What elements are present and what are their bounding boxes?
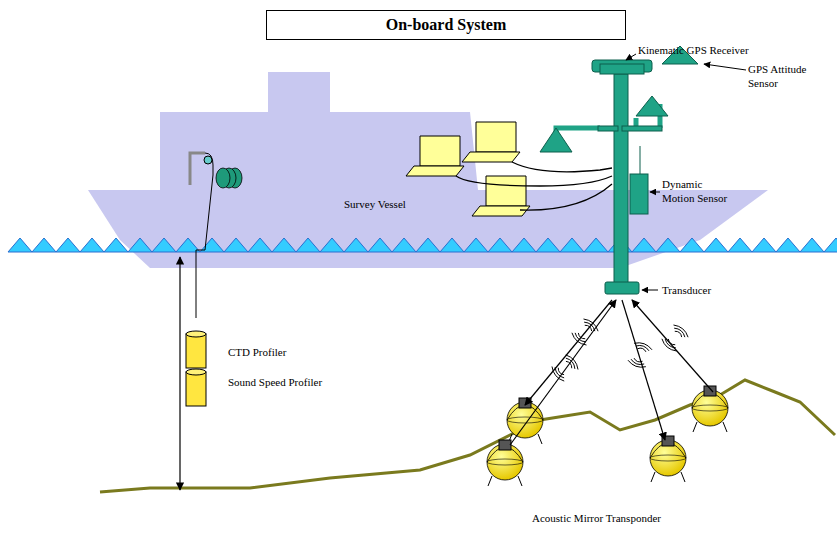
profiler-label: Sound Speed Profiler (228, 376, 358, 390)
sensor-mast (540, 46, 698, 294)
transponder (692, 386, 728, 432)
wave-strip (8, 238, 837, 252)
seabed-line (100, 380, 835, 492)
title-box: On-board System (266, 10, 626, 40)
laptops (406, 122, 530, 216)
sensor-label: Dynamic Motion Sensor (662, 178, 732, 206)
transponder (650, 436, 686, 482)
sound-wave-symbols (550, 317, 690, 383)
cables (456, 162, 612, 210)
transponder (487, 440, 523, 486)
acoustic-transponders (487, 386, 728, 486)
sound-speed-profiler (186, 369, 206, 406)
transducer-label: Transducer (662, 284, 742, 298)
ctd-profiler (186, 331, 206, 368)
receiver-label: Kinematic GPS Receiver (638, 44, 778, 58)
transponder-label: Acoustic Mirror Transponder (532, 512, 712, 526)
vessel-label: Survey Vessel (344, 198, 444, 212)
water-surface (8, 238, 837, 252)
profiler-label: CTD Profiler (228, 346, 338, 360)
depth-arrow (179, 257, 180, 490)
winch (190, 153, 242, 318)
leader-arrows (626, 54, 746, 290)
title-text: On-board System (386, 16, 506, 34)
sensor-label: GPS Attitude Sensor (748, 63, 832, 91)
acoustic-paths (510, 300, 713, 445)
